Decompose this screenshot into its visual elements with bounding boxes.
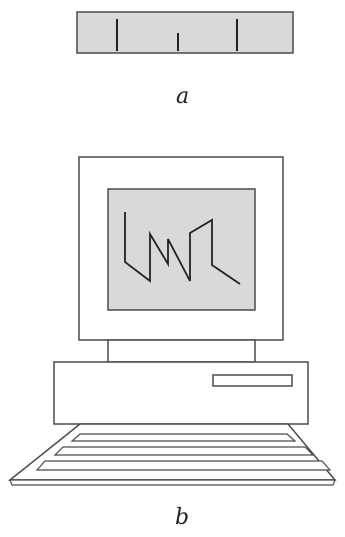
label-b: b — [175, 505, 190, 530]
drive-slot — [212, 374, 293, 387]
label-a: a — [176, 84, 190, 109]
screen-waveform — [124, 212, 241, 285]
key-row-3 — [35, 460, 332, 471]
key-row-1 — [70, 433, 297, 442]
monitor-neck — [107, 339, 256, 363]
computer-icon — [7, 156, 337, 486]
key-row-2 — [53, 446, 315, 456]
scale-strip-icon — [76, 11, 294, 54]
monitor-screen — [107, 188, 256, 311]
keyboard-bottom — [9, 479, 336, 486]
computer-base — [53, 361, 309, 425]
